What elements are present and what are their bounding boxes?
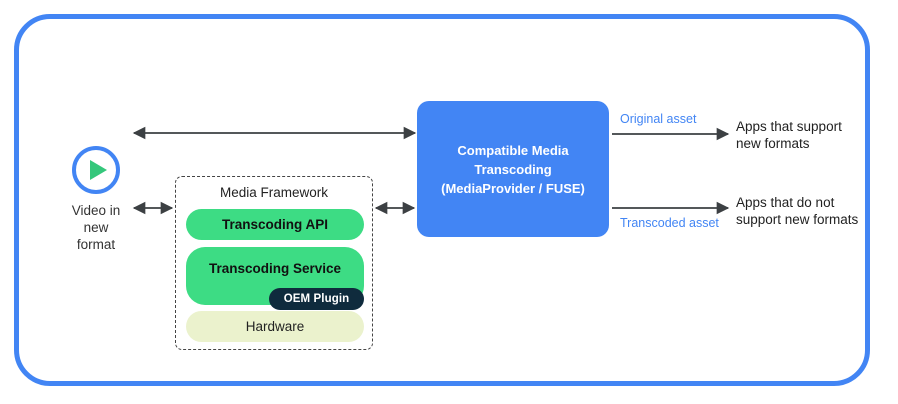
video-source-group: Video in new format <box>50 146 142 253</box>
play-circle-icon <box>72 146 120 194</box>
media-framework-container: Media Framework Transcoding API Transcod… <box>175 176 373 350</box>
original-asset-label: Original asset <box>620 112 697 126</box>
hardware-box: Hardware <box>186 311 364 342</box>
video-source-caption: Video in new format <box>71 203 121 252</box>
outer-frame-border <box>14 14 870 386</box>
compatible-media-transcoding-label: Compatible Media Transcoding (MediaProvi… <box>441 142 585 196</box>
play-triangle-icon <box>90 160 107 180</box>
transcoding-service-label: Transcoding Service <box>208 261 342 276</box>
transcoding-api-box: Transcoding API <box>186 209 364 240</box>
transcoding-api-label: Transcoding API <box>221 217 329 232</box>
compatible-media-transcoding-box: Compatible Media Transcoding (MediaProvi… <box>417 101 609 237</box>
apps-that-do-not-support-new-formats-label: Apps that do not support new formats <box>736 195 859 227</box>
transcoded-asset-label: Transcoded asset <box>620 216 719 230</box>
apps-that-support-new-formats-label: Apps that support new formats <box>736 119 842 151</box>
hardware-label: Hardware <box>245 319 305 334</box>
oem-plugin-label: OEM Plugin <box>283 293 350 305</box>
oem-plugin-badge: OEM Plugin <box>269 288 364 310</box>
media-framework-title: Media Framework <box>219 185 329 200</box>
